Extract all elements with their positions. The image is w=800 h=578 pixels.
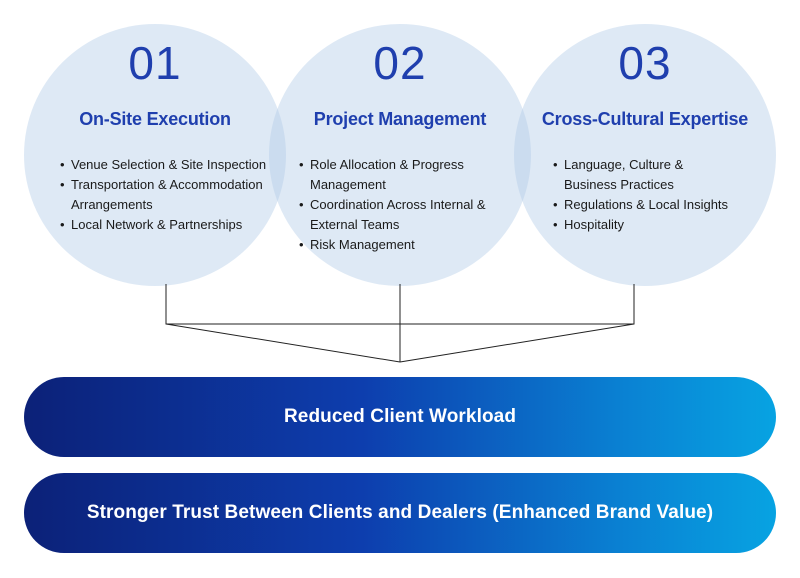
bullet-list: Language, Culture & Business Practices R… bbox=[553, 155, 763, 235]
bullet-item: Transportation & Accommodation Arrangeme… bbox=[60, 175, 285, 215]
bullet-line: Regulations & Local Insights bbox=[564, 197, 729, 212]
connector-left-diagonal bbox=[165, 323, 401, 363]
bullet-line: Business Practices bbox=[564, 177, 674, 192]
bullet-item: Language, Culture & Business Practices bbox=[553, 155, 763, 195]
outcome-bar-reduced-workload: Reduced Client Workload bbox=[24, 377, 776, 457]
column-title: On-Site Execution bbox=[79, 109, 231, 129]
column-title: Cross-Cultural Expertise bbox=[541, 109, 749, 129]
outcome-label: Stronger Trust Between Clients and Deale… bbox=[86, 502, 714, 523]
bullet-line: Venue Selection & Site Inspection bbox=[71, 157, 267, 172]
column-number: 01 bbox=[128, 37, 182, 89]
bullet-line: Coordination Across Internal & bbox=[310, 197, 486, 212]
bullet-line: Hospitality bbox=[564, 217, 624, 232]
bullet-line: External Teams bbox=[310, 217, 400, 232]
bullet-line: Language, Culture & bbox=[564, 157, 684, 172]
bullet-item: Venue Selection & Site Inspection bbox=[60, 155, 285, 175]
bullet-item: Risk Management bbox=[299, 235, 509, 255]
column-number: 03 bbox=[618, 37, 672, 89]
outcome-label: Reduced Client Workload bbox=[283, 406, 517, 427]
bullet-item: Regulations & Local Insights bbox=[553, 195, 763, 215]
bullet-line: Arrangements bbox=[71, 197, 153, 212]
column-title: Project Management bbox=[313, 109, 487, 129]
bullet-item: Role Allocation & Progress Management bbox=[299, 155, 509, 195]
bullet-item: Hospitality bbox=[553, 215, 763, 235]
bullet-line: Management bbox=[310, 177, 386, 192]
bullet-line: Risk Management bbox=[310, 237, 415, 252]
connector-right-diagonal bbox=[399, 323, 635, 363]
bullet-line: Local Network & Partnerships bbox=[71, 217, 243, 232]
bullet-list: Venue Selection & Site Inspection Transp… bbox=[60, 155, 285, 235]
bullet-list: Role Allocation & Progress Management Co… bbox=[299, 155, 509, 255]
bullet-line: Role Allocation & Progress bbox=[310, 157, 464, 172]
outcome-bar-stronger-trust: Stronger Trust Between Clients and Deale… bbox=[24, 473, 776, 553]
bullet-item: Local Network & Partnerships bbox=[60, 215, 285, 235]
column-number: 02 bbox=[373, 37, 427, 89]
bullet-line: Transportation & Accommodation bbox=[71, 177, 263, 192]
bullet-item: Coordination Across Internal & External … bbox=[299, 195, 509, 235]
